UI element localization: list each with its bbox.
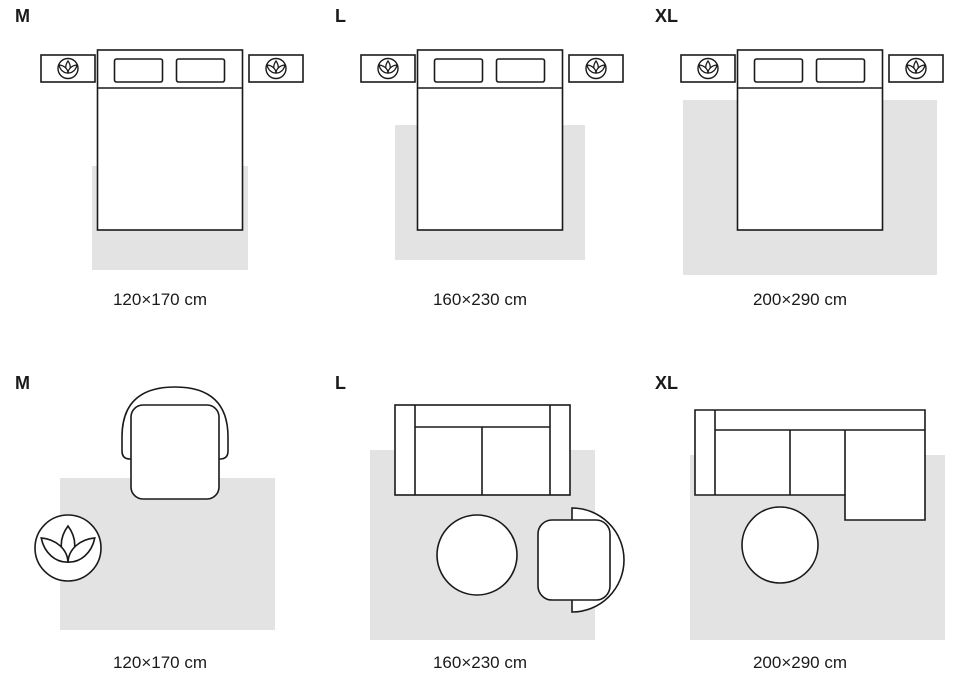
bed	[416, 49, 564, 231]
nightstand-left	[681, 55, 735, 82]
size-panel-bedroom-xl: XL 200×290 cm	[640, 0, 960, 345]
floor-plant	[34, 514, 102, 582]
dimension-caption: 200×290 cm	[752, 290, 848, 309]
size-label: M	[15, 373, 30, 393]
size-panel-bedroom-m: M 120×170 cm	[0, 0, 320, 345]
bedroom-l-illustration	[320, 49, 640, 260]
dimension-caption: 160×230 cm	[432, 290, 528, 309]
bed	[736, 49, 884, 231]
dimension-caption: 120×170 cm	[112, 653, 208, 672]
nightstand-right	[569, 55, 623, 82]
living-xl-illustration	[690, 409, 945, 640]
size-panel-living-xl: XL 200×290 cm	[640, 345, 960, 690]
coffee-table	[741, 506, 819, 584]
bed	[96, 49, 244, 231]
size-label: L	[335, 373, 346, 393]
armchair	[537, 507, 625, 613]
size-panel-bedroom-l: L 160×230 cm	[320, 0, 640, 345]
size-panel-living-l: L 160×230 cm	[320, 345, 640, 690]
living-l-illustration	[370, 404, 625, 640]
dimension-caption: 120×170 cm	[112, 290, 208, 309]
coffee-table	[436, 514, 518, 596]
size-label: XL	[655, 6, 679, 26]
size-label: XL	[655, 373, 679, 393]
corner-sofa	[694, 409, 926, 521]
size-label: L	[335, 6, 346, 26]
dimension-caption: 160×230 cm	[432, 653, 528, 672]
bedroom-m-illustration	[0, 49, 320, 270]
nightstand-left	[361, 55, 415, 82]
armchair	[121, 386, 229, 500]
sofa	[394, 404, 571, 496]
size-panel-living-m: M 120×170 cm	[0, 345, 320, 690]
nightstand-left	[41, 55, 95, 82]
bedroom-xl-illustration	[640, 49, 960, 275]
size-label: M	[15, 6, 30, 26]
nightstand-right	[249, 55, 303, 82]
dimension-caption: 200×290 cm	[752, 653, 848, 672]
living-m-illustration	[34, 386, 275, 630]
nightstand-right	[889, 55, 943, 82]
